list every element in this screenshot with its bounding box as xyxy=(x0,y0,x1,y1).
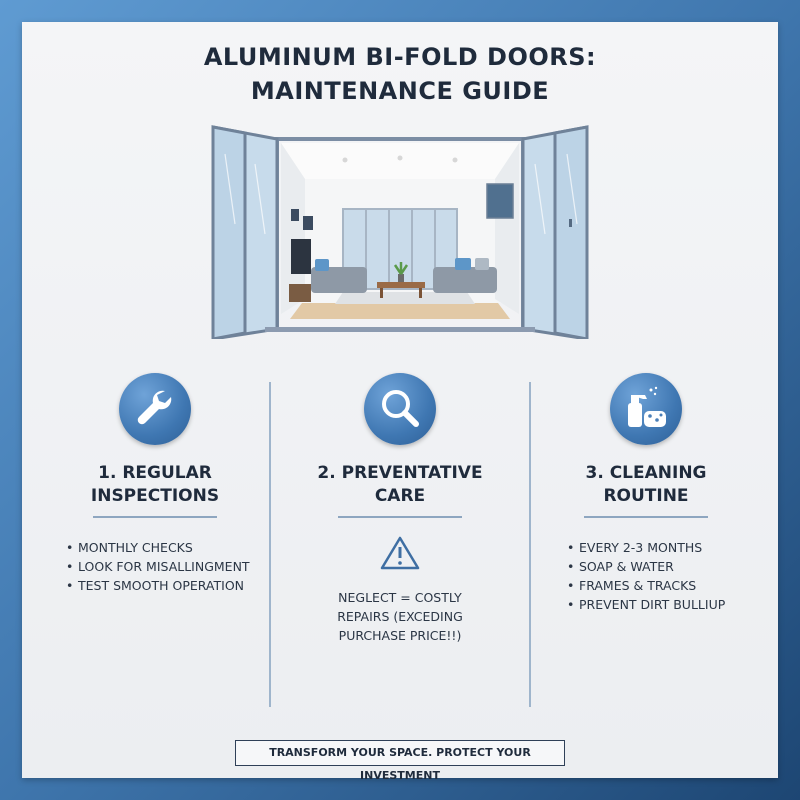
title-line-1: ALUMINUM BI-FOLD DOORS: xyxy=(203,43,597,71)
regular-inspections-heading: 1. REGULAR INSPECTIONS xyxy=(40,462,270,508)
heading-underline xyxy=(338,516,462,518)
heading-line-2: CARE xyxy=(374,486,426,506)
page-title: ALUMINUM BI-FOLD DOORS: MAINTENANCE GUID… xyxy=(0,40,800,108)
wrench-icon xyxy=(119,373,191,445)
heading-line-2: ROUTINE xyxy=(603,486,689,506)
cleaning-bullet-list: EVERY 2-3 MONTHS SOAP & WATER FRAMES & T… xyxy=(567,538,725,614)
column-divider-right xyxy=(529,382,531,707)
footer-tagline: TRANSFORM YOUR SPACE. PROTECT YOUR INVES… xyxy=(235,740,565,782)
neglect-warning-text: NEGLECT = COSTLY REPAIRS (EXCEDING PURCH… xyxy=(285,588,515,645)
open-bifold-door-living-room-illustration xyxy=(211,125,589,339)
spray-bottle-sponge-icon xyxy=(610,373,682,445)
title-line-2: MAINTENANCE GUIDE xyxy=(250,77,550,105)
inspection-bullet-list: MONTHLY CHECKS LOOK FOR MISALLINGMENT TE… xyxy=(66,538,250,595)
cleaning-routine-heading: 3. CLEANING ROUTINE xyxy=(531,462,761,508)
heading-line-1: 2. PREVENTATIVE xyxy=(317,463,483,483)
list-item: MONTHLY CHECKS xyxy=(66,538,250,557)
magnifier-icon xyxy=(364,373,436,445)
heading-underline xyxy=(584,516,708,518)
heading-line-2: INSPECTIONS xyxy=(90,486,220,506)
warning-line-3: PURCHASE PRICE!!) xyxy=(338,628,462,643)
list-item: PREVENT DIRT BULLIUP xyxy=(567,595,725,614)
warning-line-1: NEGLECT = COSTLY xyxy=(338,590,462,605)
preventative-care-heading: 2. PREVENTATIVE CARE xyxy=(285,462,515,508)
list-item: SOAP & WATER xyxy=(567,557,725,576)
warning-triangle-icon xyxy=(380,535,420,571)
warning-line-2: REPAIRS (EXCEDING xyxy=(337,609,463,624)
heading-underline xyxy=(93,516,217,518)
list-item: FRAMES & TRACKS xyxy=(567,576,725,595)
list-item: EVERY 2-3 MONTHS xyxy=(567,538,725,557)
list-item: TEST SMOOTH OPERATION xyxy=(66,576,250,595)
heading-line-1: 3. CLEANING xyxy=(585,463,707,483)
list-item: LOOK FOR MISALLINGMENT xyxy=(66,557,250,576)
column-divider-left xyxy=(269,382,271,707)
heading-line-1: 1. REGULAR xyxy=(98,463,212,483)
